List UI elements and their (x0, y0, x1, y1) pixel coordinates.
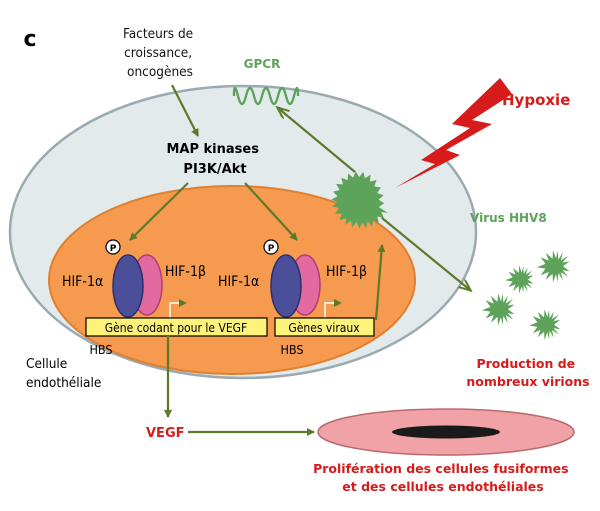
arrow-viral-genes-to-virus (374, 244, 386, 321)
phospho-right-label: P (268, 244, 275, 254)
virion-4-icon (529, 309, 561, 340)
virion-1-icon (505, 265, 534, 294)
gene-vegf-box (85, 317, 268, 337)
gene-vegf-label: Gène codant pour le VEGF (105, 321, 247, 335)
kinases-line-2: PI3K/Akt (183, 162, 246, 177)
tss-left-arrow (169, 299, 187, 318)
phospho-right-icon (263, 239, 279, 255)
virus-in-cell-icon (331, 171, 388, 229)
hypoxie-label: Hypoxie (502, 91, 570, 109)
proliferation-line-2: et des cellules endothéliales (342, 479, 543, 494)
hif-1a-right-label: HIF-1α (218, 274, 259, 290)
gene-viral-box (274, 317, 375, 337)
virion-2-icon (536, 250, 570, 283)
virus-hhv8-label: Virus HHV8 (470, 211, 547, 225)
gpcr-receptor (232, 86, 300, 106)
arrow-virus-to-virions (381, 217, 470, 290)
arrow-gf-to-kinases (171, 84, 199, 137)
arrow-kinases-to-hif-right (244, 182, 298, 241)
arrow-virus-to-gpcr (278, 108, 356, 173)
phospho-left-label: P (110, 244, 117, 254)
gpcr-label: GPCR (244, 57, 281, 71)
production-line-2: nombreux virions (466, 374, 589, 389)
hbs-right-label: HBS (280, 342, 303, 357)
hif-1b-right-label: HIF-1β (326, 264, 367, 280)
cell-label-line-2: endothéliale (26, 375, 101, 391)
svg-text:Facteurs de croissance,: Facteurs de croissance, oncogènes (123, 26, 197, 80)
hif-1a-left-subunit (112, 254, 144, 318)
svg-text:Prolifération des cellules fus: Prolifération des cellules fusiformes et… (313, 461, 573, 494)
cell-label-line-1: Cellule (26, 356, 67, 372)
panel-label-circle (10, 18, 50, 58)
kinases-line-1: MAP kinases (166, 142, 259, 157)
hif-1b-left-label: HIF-1β (165, 264, 206, 280)
virion-3-icon (481, 293, 515, 326)
tss-right-arrow (324, 299, 342, 318)
panel-label: c (23, 27, 36, 52)
svg-text:Production de nombreux vir: Production de nombreux virions (466, 356, 589, 389)
svg-text:Cellule endothéliale: Cellule endothéliale (26, 356, 101, 391)
lightning-bolt-icon (395, 78, 512, 188)
phospho-left-icon (105, 239, 121, 255)
virions-group (481, 250, 570, 340)
growth-factors-line-3: oncogènes (127, 64, 193, 80)
hbs-left-label: HBS (89, 342, 112, 357)
spindle-cell-nucleus (392, 425, 500, 439)
gene-viral-label: Gènes viraux (288, 321, 360, 335)
production-line-1: Production de (476, 356, 575, 371)
arrow-kinases-to-hif-left (129, 182, 189, 241)
svg-text:MAP kinases PI3K/Akt: MAP kinases PI3K/Akt (166, 142, 263, 177)
hif-1a-left-label: HIF-1α (62, 274, 103, 290)
proliferation-line-1: Prolifération des cellules fusiformes (313, 461, 568, 476)
growth-factors-line-1: Facteurs de (123, 26, 193, 42)
hif-1a-right-subunit (270, 254, 302, 318)
vegf-label: VEGF (146, 426, 185, 441)
growth-factors-line-2: croissance, (124, 45, 192, 61)
